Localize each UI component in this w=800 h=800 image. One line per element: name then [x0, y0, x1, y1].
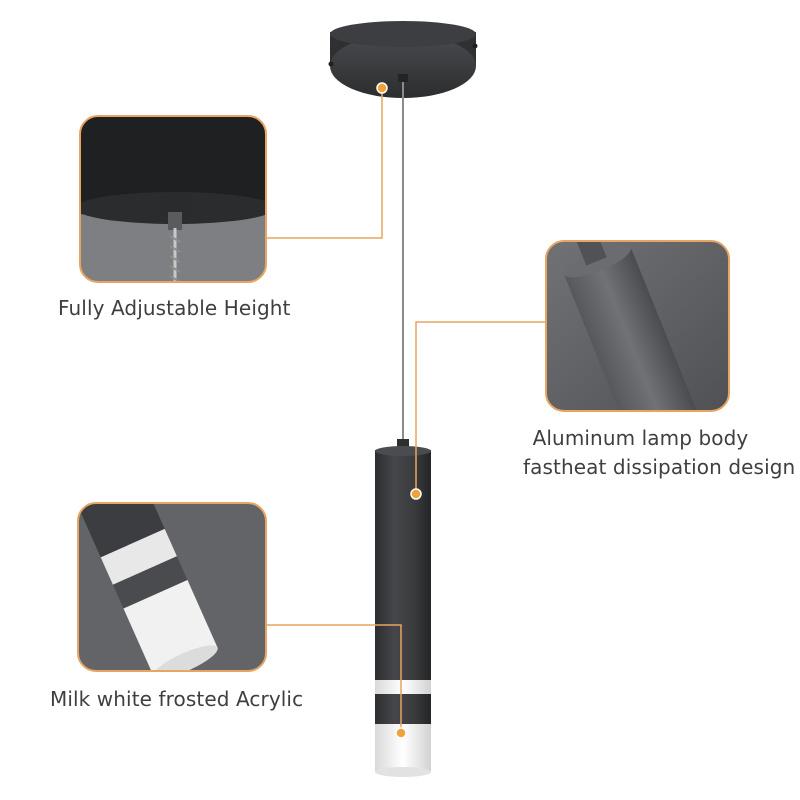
ceiling-canopy: [328, 21, 478, 98]
leader-lines: [266, 88, 546, 733]
adjustable-height-label: Fully Adjustable Height: [58, 296, 291, 320]
aluminum-body-label: Aluminum lamp body fastheat dissipation …: [523, 424, 796, 482]
detail-frosted-acrylic: [77, 502, 267, 672]
detail-cable-attachment: [79, 115, 267, 283]
aluminum-body-line-1: Aluminum lamp body: [532, 426, 749, 450]
detail-aluminum-body: [545, 240, 730, 412]
lamp-body: [375, 439, 431, 777]
aluminum-body-line-2: fastheat dissipation design: [523, 455, 796, 479]
callout-markers: [376, 82, 422, 739]
frosted-acrylic-label: Milk white frosted Acrylic: [50, 687, 304, 711]
